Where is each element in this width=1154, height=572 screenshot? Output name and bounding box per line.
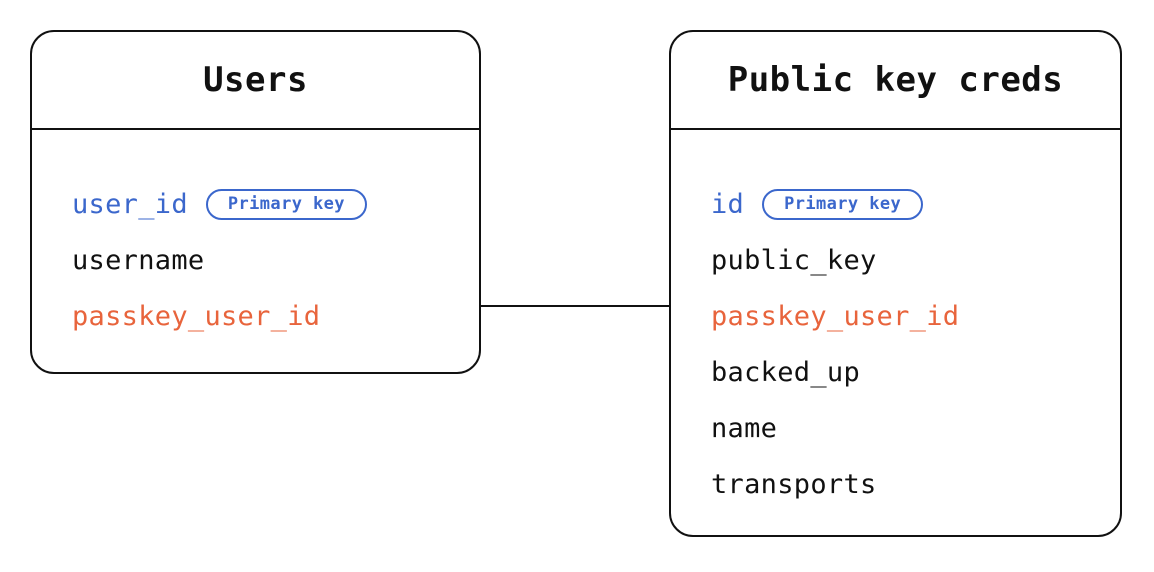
- primary-key-badge: Primary key: [762, 188, 924, 220]
- field-row[interactable]: passkey_user_id: [671, 288, 1120, 344]
- field-row[interactable]: name: [671, 400, 1120, 456]
- entity-header-divider: [671, 128, 1120, 130]
- entity-header-divider: [32, 128, 479, 130]
- field-row[interactable]: id Primary key: [671, 176, 1120, 232]
- field-name-user-id: user_id: [72, 188, 188, 220]
- field-row[interactable]: user_id Primary key: [32, 176, 479, 232]
- field-name-username: username: [72, 244, 205, 276]
- entity-card-public-key-creds[interactable]: Public key creds id Primary key public_k…: [669, 30, 1122, 537]
- entity-card-users[interactable]: Users user_id Primary key username passk…: [30, 30, 481, 374]
- field-name-passkey-user-id: passkey_user_id: [72, 300, 321, 332]
- field-row[interactable]: transports: [671, 456, 1120, 512]
- field-row[interactable]: username: [32, 232, 479, 288]
- field-name-name: name: [711, 412, 778, 444]
- field-name-id: id: [711, 188, 745, 220]
- entity-field-list-users: user_id Primary key username passkey_use…: [32, 130, 479, 372]
- field-row[interactable]: passkey_user_id: [32, 288, 479, 344]
- field-name-public-key: public_key: [711, 244, 877, 276]
- field-name-backed-up: backed_up: [711, 356, 860, 388]
- entity-title-public-key-creds: Public key creds: [727, 60, 1064, 100]
- field-name-passkey-user-id: passkey_user_id: [711, 300, 960, 332]
- field-row[interactable]: public_key: [671, 232, 1120, 288]
- field-row[interactable]: backed_up: [671, 344, 1120, 400]
- relationship-connector: [481, 305, 670, 307]
- entity-title-users: Users: [203, 60, 308, 100]
- entity-field-list-public-key-creds: id Primary key public_key passkey_user_i…: [671, 130, 1120, 535]
- primary-key-badge: Primary key: [205, 188, 367, 220]
- field-name-transports: transports: [711, 468, 877, 500]
